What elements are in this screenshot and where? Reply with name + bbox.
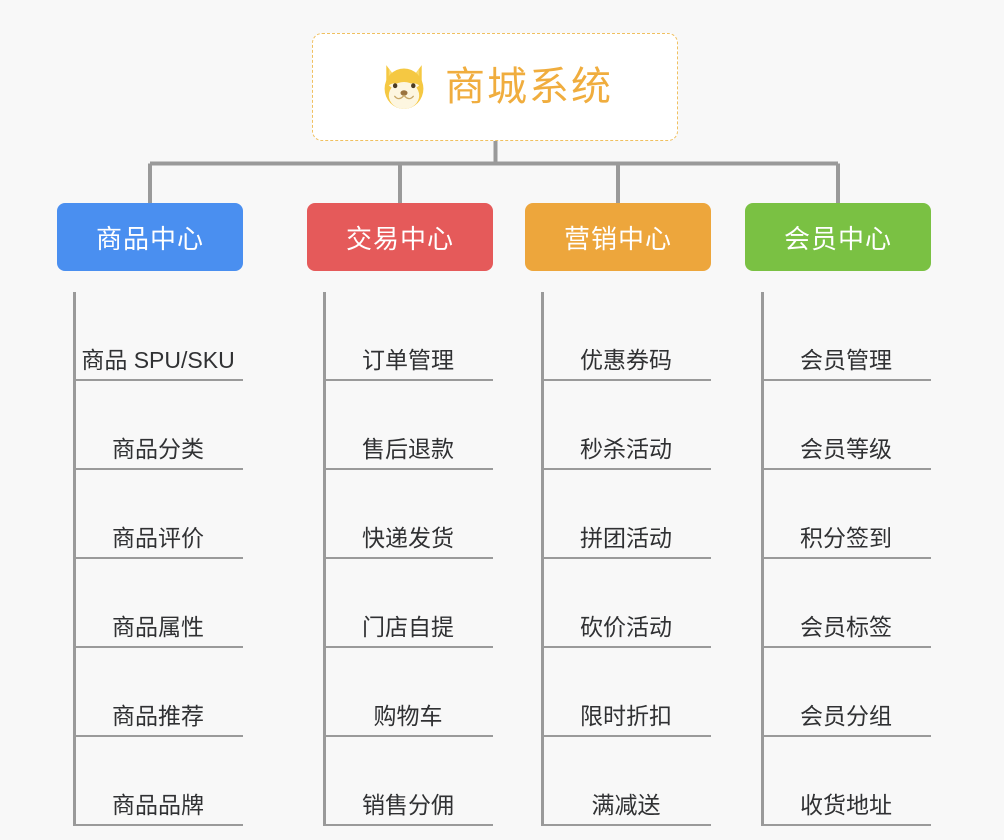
leaf-label: 购物车 (373, 702, 443, 729)
leaf-label: 拼团活动 (580, 524, 672, 551)
leaf-list-0: 商品 SPU/SKU 商品分类 商品评价 商品属性 商品推荐 商品品牌 (57, 292, 243, 826)
leaf-label: 销售分佣 (362, 791, 454, 818)
category-header-0[interactable]: 商品中心 (57, 203, 243, 271)
leaf-label: 砍价活动 (580, 613, 672, 640)
leaf-label: 快递发货 (362, 524, 454, 551)
leaf-item[interactable]: 收货地址 (761, 737, 931, 826)
category-header-1[interactable]: 交易中心 (307, 203, 493, 271)
leaf-list-2: 优惠券码 秒杀活动 拼团活动 砍价活动 限时折扣 满减送 (525, 292, 711, 826)
leaf-label: 秒杀活动 (580, 435, 672, 462)
leaf-label: 商品评价 (112, 524, 204, 551)
leaf-label: 商品分类 (112, 435, 204, 462)
column-1: 交易中心 订单管理 售后退款 快递发货 门店自提 购物车 销售分佣 (307, 203, 493, 826)
leaf-item[interactable]: 会员标签 (761, 559, 931, 648)
column-3: 会员中心 会员管理 会员等级 积分签到 会员标签 会员分组 收货地址 (745, 203, 931, 826)
root-node[interactable]: 商城系统 (312, 33, 678, 141)
column-0: 商品中心 商品 SPU/SKU 商品分类 商品评价 商品属性 商品推荐 商品品牌 (57, 203, 243, 826)
leaf-label: 优惠券码 (580, 346, 672, 373)
leaf-item[interactable]: 订单管理 (323, 292, 493, 381)
leaf-label: 商品 SPU/SKU (81, 346, 235, 373)
leaf-item[interactable]: 会员等级 (761, 381, 931, 470)
leaf-item[interactable]: 拼团活动 (541, 470, 711, 559)
leaf-item[interactable]: 商品推荐 (73, 648, 243, 737)
leaf-item[interactable]: 秒杀活动 (541, 381, 711, 470)
leaf-label: 商品推荐 (112, 702, 204, 729)
leaf-item[interactable]: 会员管理 (761, 292, 931, 381)
leaf-label: 门店自提 (362, 613, 454, 640)
leaf-item[interactable]: 快递发货 (323, 470, 493, 559)
root-title: 商城系统 (445, 65, 613, 109)
leaf-item[interactable]: 会员分组 (761, 648, 931, 737)
category-label: 营销中心 (563, 223, 672, 254)
leaf-label: 限时折扣 (580, 702, 672, 729)
leaf-label: 会员等级 (800, 435, 892, 462)
leaf-item[interactable]: 积分签到 (761, 470, 931, 559)
leaf-label: 会员管理 (800, 346, 892, 373)
leaf-label: 会员分组 (800, 702, 892, 729)
leaf-item[interactable]: 售后退款 (323, 381, 493, 470)
leaf-label: 商品品牌 (112, 791, 204, 818)
leaf-label: 订单管理 (362, 346, 454, 373)
leaf-item[interactable]: 砍价活动 (541, 559, 711, 648)
leaf-item[interactable]: 商品分类 (73, 381, 243, 470)
leaf-item[interactable]: 满减送 (541, 737, 711, 826)
category-label: 交易中心 (345, 223, 454, 254)
leaf-item[interactable]: 优惠券码 (541, 292, 711, 381)
leaf-item[interactable]: 限时折扣 (541, 648, 711, 737)
leaf-label: 商品属性 (112, 613, 204, 640)
leaf-item[interactable]: 商品属性 (73, 559, 243, 648)
leaf-item[interactable]: 购物车 (323, 648, 493, 737)
leaf-label: 积分签到 (800, 524, 892, 551)
leaf-item[interactable]: 商品品牌 (73, 737, 243, 826)
category-label: 会员中心 (783, 223, 892, 254)
leaf-list-1: 订单管理 售后退款 快递发货 门店自提 购物车 销售分佣 (307, 292, 493, 826)
category-header-2[interactable]: 营销中心 (525, 203, 711, 271)
leaf-label: 收货地址 (800, 791, 892, 818)
category-header-3[interactable]: 会员中心 (745, 203, 931, 271)
leaf-item[interactable]: 商品评价 (73, 470, 243, 559)
category-label: 商品中心 (95, 223, 204, 254)
leaf-label: 满减送 (591, 791, 661, 818)
leaf-item[interactable]: 销售分佣 (323, 737, 493, 826)
column-2: 营销中心 优惠券码 秒杀活动 拼团活动 砍价活动 限时折扣 满减送 (525, 203, 711, 826)
leaf-label: 会员标签 (800, 613, 892, 640)
leaf-item[interactable]: 门店自提 (323, 559, 493, 648)
leaf-label: 售后退款 (362, 435, 454, 462)
leaf-item[interactable]: 商品 SPU/SKU (73, 292, 243, 381)
shiba-dog-icon (384, 65, 424, 111)
leaf-list-3: 会员管理 会员等级 积分签到 会员标签 会员分组 收货地址 (745, 292, 931, 826)
